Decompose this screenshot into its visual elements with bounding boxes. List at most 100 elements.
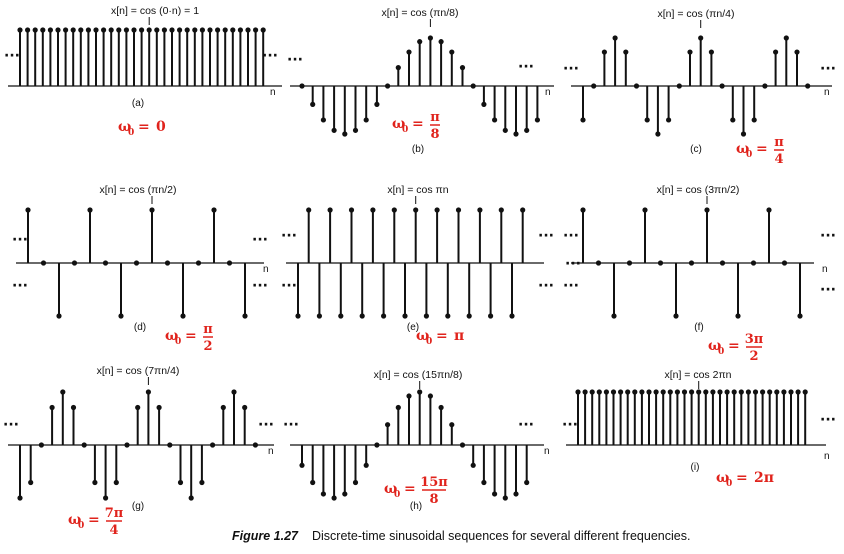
sample-dot-c [794, 49, 800, 55]
sample-dot-d [195, 260, 202, 266]
ellipsis-f: ··· [565, 256, 581, 272]
sample-dot-i [760, 389, 766, 395]
sample-dot-g [81, 442, 87, 448]
sample-dot-d [25, 207, 31, 213]
sample-dot-d [149, 207, 155, 213]
sample-dot-i [717, 389, 723, 395]
sample-dot-e [477, 207, 483, 213]
omega-annotation-c: ω0=π4 [736, 135, 784, 167]
sample-dot-e [413, 207, 419, 213]
title-a: x[n] = cos (0·n) = 1 [111, 5, 199, 17]
sample-dot-d [211, 207, 217, 213]
omega-subscript: 0 [726, 479, 732, 489]
title-c: x[n] = cos (πn/4) [658, 8, 735, 20]
sample-dot-g [210, 442, 216, 448]
axis-label-a: n [270, 87, 276, 98]
axis-label-h: n [544, 446, 550, 457]
sample-dot-h [417, 389, 423, 395]
sample-dot-g [28, 479, 34, 486]
ellipsis-e: ··· [538, 278, 554, 294]
panel-g: x[n] = cos (7πn/4)(g)n······ω0=7π4 [3, 365, 274, 538]
sample-dot-f [657, 260, 664, 266]
ellipsis-d: ··· [12, 278, 28, 294]
sample-dot-a [161, 27, 167, 33]
sample-dot-d [180, 313, 186, 319]
ellipsis-i: ··· [820, 412, 836, 428]
sample-dot-i [653, 389, 659, 395]
sample-dot-a [237, 27, 243, 33]
sample-dot-h [524, 479, 530, 486]
sample-dot-a [131, 27, 137, 33]
sample-dot-c [783, 35, 789, 41]
sample-dot-d [164, 260, 171, 266]
omega-annotation-d: ω0=π2 [165, 322, 213, 354]
label-f: (f) [694, 322, 703, 333]
sample-dot-d [102, 260, 109, 266]
label-g: (g) [132, 501, 144, 512]
sample-dot-i [632, 389, 638, 395]
ellipsis-c: ··· [563, 61, 579, 77]
sample-dot-a [93, 27, 99, 33]
panel-b: x[n] = cos (πn/8)(b)n······ω0=π8 [287, 7, 554, 155]
sample-dot-i [767, 389, 773, 395]
sample-dot-i [596, 389, 602, 395]
sample-dot-a [47, 27, 54, 33]
sample-dot-f [781, 260, 788, 266]
sample-dot-i [802, 389, 808, 395]
sample-dot-h [438, 404, 444, 411]
omega-annotation-e: ω0=π [416, 328, 464, 347]
sample-dot-c [687, 49, 693, 55]
sample-dot-i [603, 389, 610, 395]
sample-dot-e [295, 313, 301, 319]
sample-dot-c [740, 131, 747, 137]
sample-dot-i [781, 389, 787, 395]
title-e: x[n] = cos πn [387, 184, 448, 196]
equals-sign: = [756, 141, 768, 157]
sample-dot-c [730, 117, 736, 123]
equals-sign: = [88, 512, 100, 528]
omega-symbol: ω [68, 512, 81, 528]
sample-dot-i [752, 389, 759, 395]
sample-dot-e [348, 207, 355, 213]
omega-numerator: π [774, 135, 784, 150]
panel-e: x[n] = cos πn(e)··················ω0=π [281, 184, 579, 347]
sample-dot-e [370, 207, 376, 213]
axis-label-d: n [263, 264, 269, 275]
sample-dot-f [626, 260, 633, 266]
sample-dot-i [618, 389, 624, 395]
sample-dot-f [750, 260, 757, 266]
omega-numerator: π [203, 322, 213, 337]
ellipsis-d: ··· [12, 232, 28, 248]
sample-dot-h [427, 393, 433, 399]
sample-dot-i [582, 389, 588, 395]
label-c: (c) [690, 144, 702, 155]
sample-dot-i [589, 389, 595, 395]
sample-dot-a [192, 27, 198, 33]
axis-label-g: n [268, 446, 274, 457]
sample-dot-b [502, 127, 508, 133]
sample-dot-f [673, 313, 679, 319]
omega-annotation-g: ω0=7π4 [68, 506, 124, 538]
sample-dot-h [299, 462, 305, 468]
omega-numerator: 15π [420, 475, 448, 490]
omega-subscript: 0 [128, 128, 134, 138]
sample-dot-g [124, 442, 130, 448]
omega-numerator: 7π [105, 506, 124, 521]
sample-dot-h [470, 462, 476, 468]
label-e: (e) [407, 322, 419, 333]
sample-dot-i [724, 389, 730, 395]
omega-symbol: ω [708, 338, 721, 354]
sample-dot-i [646, 389, 652, 395]
sample-dot-c [751, 117, 757, 123]
sample-dot-h [342, 491, 348, 497]
sample-dot-e [423, 313, 429, 319]
sample-dot-e [359, 313, 365, 319]
label-a: (a) [132, 98, 144, 109]
sample-dot-h [406, 393, 412, 399]
sample-dot-f [719, 260, 726, 266]
axis-label-b: n [545, 87, 551, 98]
panel-c: x[n] = cos (πn/4)(c)n······ω0=π4 [563, 8, 836, 167]
sample-dot-a [253, 27, 259, 33]
sample-dot-c [698, 35, 704, 41]
sample-dot-d [87, 207, 93, 213]
